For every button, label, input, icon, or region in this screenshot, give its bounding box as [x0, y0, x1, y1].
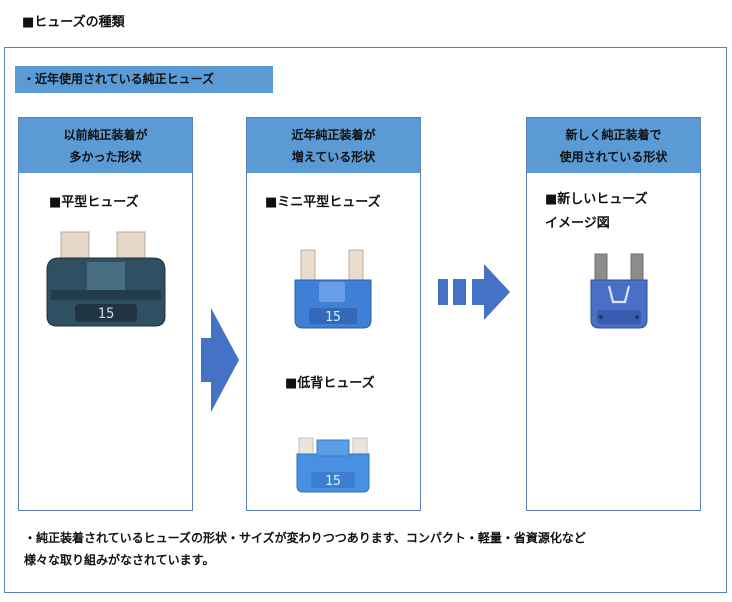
fuse-base-plate: [597, 310, 641, 324]
fuse-title-new-line1: ■新しいヒューズ: [545, 192, 648, 207]
fuse-rating: 15: [325, 310, 341, 325]
arrow-right-icon: [201, 308, 239, 412]
fuse-terminal-left: [594, 253, 608, 281]
fuse-title-mini: ■ミニ平型ヒューズ: [265, 195, 381, 210]
panel-header-line2: 多かった形状: [69, 149, 142, 164]
fuse-terminal-right: [630, 253, 644, 281]
panel-header-line2: 増えている形状: [291, 149, 376, 164]
fuse-rating: 15: [325, 474, 341, 489]
panel-new-fuse: 新しく純正装着で 使用されている形状 ■新しいヒューズ イメージ図: [526, 117, 701, 511]
panel-header: 近年純正装着が 増えている形状: [247, 118, 420, 173]
fuse-body-top: [316, 439, 350, 457]
fuse-terminal-right: [348, 249, 364, 281]
panel-header: 以前純正装着が 多かった形状: [19, 118, 192, 173]
footer-line1: ・純正装着されているヒューズの形状・サイズが変わりつつあります、コンパクト・軽量…: [24, 531, 586, 545]
page-heading: ■ヒューズの種類: [22, 15, 125, 30]
footer-note: ・純正装着されているヒューズの形状・サイズが変わりつつあります、コンパクト・軽量…: [24, 527, 586, 571]
content-frame: [4, 47, 727, 593]
fuse-title-new-line2: イメージ図: [545, 216, 610, 231]
fuse-body-window: [87, 262, 125, 292]
panel-header-line1: 以前純正装着が: [63, 127, 148, 142]
arrow-right-dashed-icon: [438, 264, 510, 320]
mini-blade-fuse-image: 15: [294, 249, 372, 329]
footer-line2: 様々な取り組みがなされています。: [24, 553, 215, 567]
low-profile-fuse-image: 15: [296, 437, 370, 493]
fuse-rating-plate: [311, 472, 355, 488]
fuse-rating-plate: [75, 304, 137, 322]
fuse-terminal-right: [352, 437, 368, 455]
fuse-body-window: [319, 282, 345, 302]
new-fuse-image: [590, 253, 648, 329]
fuse-terminal-left: [300, 249, 316, 281]
panel-header: 新しく純正装着で 使用されている形状: [527, 118, 700, 173]
panel-previous-fuse: 以前純正装着が 多かった形状 ■平型ヒューズ 15: [18, 117, 193, 511]
standard-blade-fuse-image: 15: [46, 231, 166, 327]
fuse-title-low-profile: ■低背ヒューズ: [285, 376, 375, 391]
fuse-body-band: [51, 290, 161, 300]
fuse-terminal-left: [298, 437, 314, 455]
panel-header-line2: 使用されている形状: [559, 149, 668, 164]
fuse-title: ■平型ヒューズ: [49, 195, 139, 210]
panel-recent-fuse: 近年純正装着が 増えている形状 ■ミニ平型ヒューズ 15 ■低背ヒューズ 15: [246, 117, 421, 511]
panel-header-line1: 近年純正装着が: [291, 127, 376, 142]
fuse-rating-plate: [309, 308, 357, 324]
panel-header-line1: 新しく純正装着で: [565, 127, 662, 142]
fuse-rating: 15: [98, 306, 115, 322]
fuse-element: [607, 285, 631, 304]
section-label: ・近年使用されている純正ヒューズ: [15, 66, 273, 93]
